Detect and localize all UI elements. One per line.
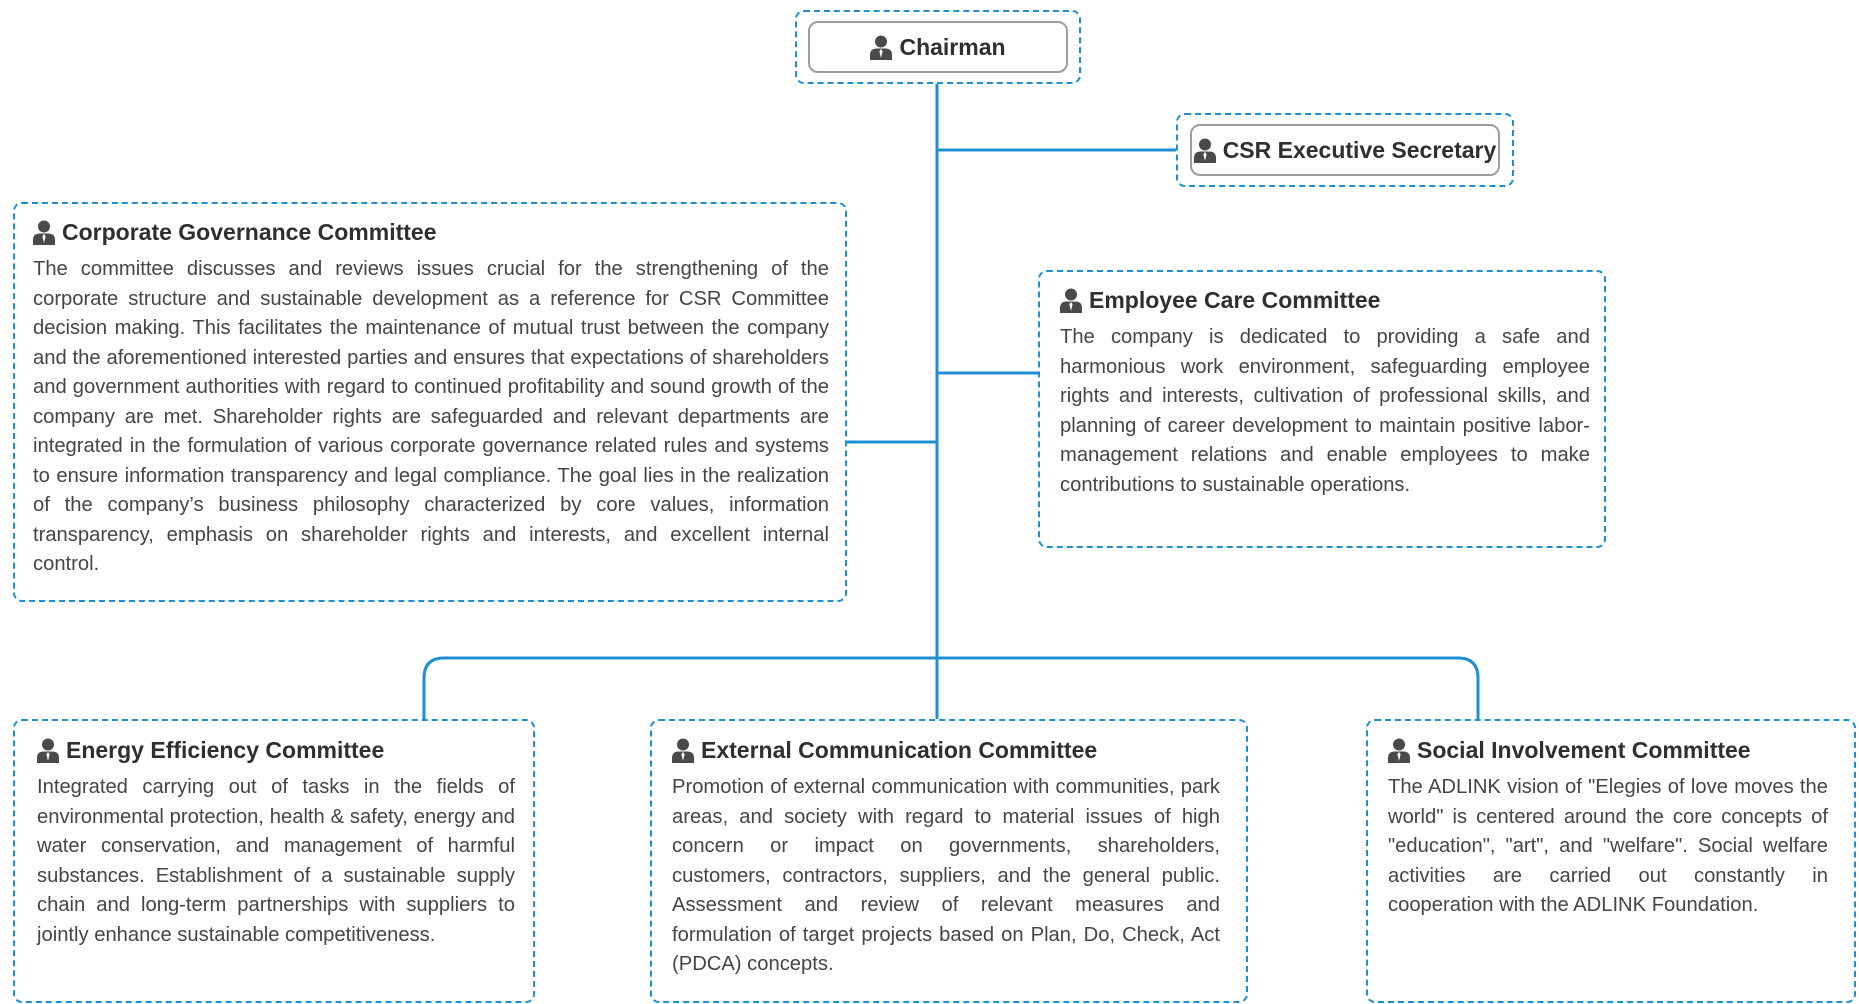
energy-efficiency-title: Energy Efficiency Committee	[66, 737, 385, 763]
employee-care-description: The company is dedicated to providing a …	[1060, 326, 1590, 496]
committee-title: Social Involvement Committee	[1388, 737, 1828, 764]
employee-care-title: Employee Care Committee	[1089, 287, 1381, 313]
person-icon	[1194, 138, 1216, 163]
chairman-label: Chairman	[899, 33, 1006, 60]
person-icon	[1060, 288, 1082, 313]
corporate-governance-committee[interactable]: Corporate Governance Committee The commi…	[13, 202, 847, 602]
committee-title: Corporate Governance Committee	[33, 219, 829, 246]
social-involvement-title: Social Involvement Committee	[1417, 737, 1751, 763]
external-communication-committee[interactable]: External Communication Committee Promoti…	[650, 719, 1248, 1003]
secretary-node[interactable]: CSR Executive Secretary	[1190, 124, 1500, 176]
committee-title: Employee Care Committee	[1060, 287, 1590, 314]
corporate-governance-description: The committee discusses and reviews issu…	[33, 258, 829, 575]
committee-title: Energy Efficiency Committee	[37, 737, 515, 764]
person-icon	[33, 220, 55, 245]
bottom-bus-connector	[422, 656, 1480, 720]
committee-title: External Communication Committee	[672, 737, 1220, 764]
social-involvement-description: The ADLINK vision of "Elegies of love mo…	[1388, 776, 1828, 916]
external-communication-title: External Communication Committee	[701, 737, 1098, 763]
corporate-governance-title: Corporate Governance Committee	[62, 219, 437, 245]
person-icon	[870, 35, 892, 60]
secretary-label: CSR Executive Secretary	[1222, 136, 1497, 163]
energy-efficiency-description: Integrated carrying out of tasks in the …	[37, 776, 515, 946]
chairman-node[interactable]: Chairman	[808, 21, 1068, 73]
person-icon	[37, 738, 59, 763]
person-icon	[672, 738, 694, 763]
employee-care-committee[interactable]: Employee Care Committee The company is d…	[1038, 270, 1606, 548]
social-involvement-committee[interactable]: Social Involvement Committee The ADLINK …	[1366, 719, 1856, 1003]
energy-efficiency-committee[interactable]: Energy Efficiency Committee Integrated c…	[13, 719, 535, 1003]
person-icon	[1388, 738, 1410, 763]
external-communication-description: Promotion of external communication with…	[672, 776, 1220, 975]
